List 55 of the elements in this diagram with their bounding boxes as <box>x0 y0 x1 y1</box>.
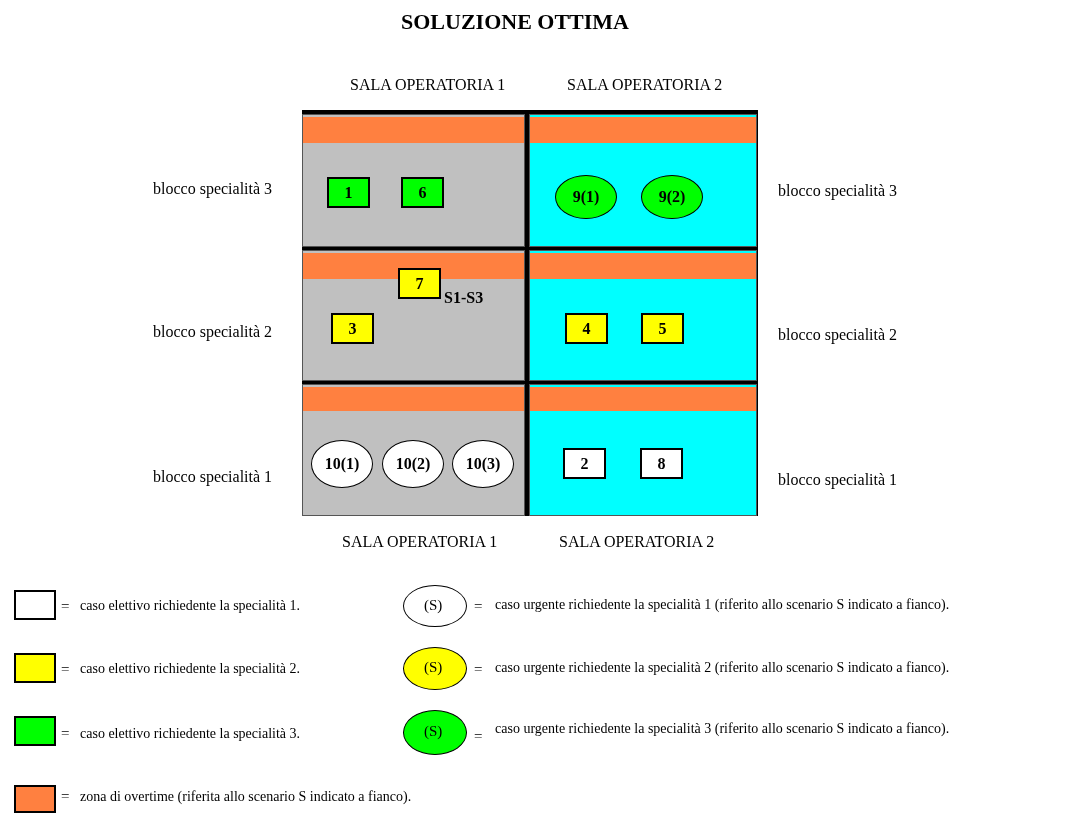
room-label: SALA OPERATORIA 2 <box>559 533 715 551</box>
urgent-case: 10(2) <box>382 440 444 488</box>
symbol-label: (S) <box>424 596 443 614</box>
operating-block <box>303 251 524 380</box>
equals-sign: = <box>474 727 483 745</box>
operating-block <box>303 385 524 515</box>
room-label: SALA OPERATORIA 1 <box>342 533 498 551</box>
room-label: SALA OPERATORIA 2 <box>567 76 723 94</box>
equals-sign: = <box>61 724 70 742</box>
block-label: blocco specialità 2 <box>153 323 273 341</box>
legend-text: caso elettivo richiedente la specialità 1. <box>80 597 300 615</box>
symbol-label: (S) <box>424 722 443 740</box>
urgent-case: 9(1) <box>555 175 617 219</box>
block-label: blocco specialità 1 <box>778 471 898 489</box>
legend-text: caso urgente richiedente la specialità 1 (riferito allo scenario S indicato a fianco). <box>495 596 950 614</box>
block-label: blocco specialità 3 <box>778 182 898 200</box>
operating-block <box>530 385 756 515</box>
operating-block <box>303 115 524 246</box>
overtime-band <box>530 117 756 143</box>
legend-text: caso urgente richiedente la specialità 3 (riferito allo scenario S indicato a fianco). <box>495 720 950 738</box>
legend-text: caso elettivo richiedente la specialità 2. <box>80 660 300 678</box>
diagram-title: SOLUZIONE OTTIMA <box>400 8 630 36</box>
scenario-label: S1-S3 <box>444 289 484 307</box>
block-label: blocco specialità 3 <box>153 180 273 198</box>
overtime-band <box>303 117 524 143</box>
overtime-band <box>530 253 756 279</box>
elective-case: 4 <box>565 313 608 344</box>
equals-sign: = <box>474 597 483 615</box>
block-label: blocco specialità 2 <box>778 326 898 344</box>
overtime-band <box>303 253 524 279</box>
urgent-case: 10(3) <box>452 440 514 488</box>
equals-sign: = <box>61 597 70 615</box>
elective-case: 5 <box>641 313 684 344</box>
equals-sign: = <box>474 660 483 678</box>
symbol-label: (S) <box>424 658 443 676</box>
elective-case: 1 <box>327 177 370 208</box>
room-label: SALA OPERATORIA 1 <box>350 76 506 94</box>
legend-text: caso urgente richiedente la specialità 2 (riferito allo scenario S indicato a fianco). <box>495 659 950 677</box>
elective-case: 7 <box>398 268 441 299</box>
operating-block <box>530 251 756 380</box>
elective-case: 6 <box>401 177 444 208</box>
equals-sign: = <box>61 660 70 678</box>
elective-case: 3 <box>331 313 374 344</box>
legend-text: zona di overtime (riferita allo scenario S indicato a fianco). <box>80 788 412 806</box>
urgent-case: 10(1) <box>311 440 373 488</box>
equals-sign: = <box>61 787 70 805</box>
block-label: blocco specialità 1 <box>153 468 273 486</box>
operating-block <box>530 115 756 246</box>
elective-case: 2 <box>563 448 606 479</box>
urgent-case: 9(2) <box>641 175 703 219</box>
legend-text: caso elettivo richiedente la specialità 3. <box>80 725 300 743</box>
elective-case: 8 <box>640 448 683 479</box>
overtime-band <box>530 387 756 411</box>
schedule-grid <box>302 110 758 516</box>
overtime-band <box>303 387 524 411</box>
